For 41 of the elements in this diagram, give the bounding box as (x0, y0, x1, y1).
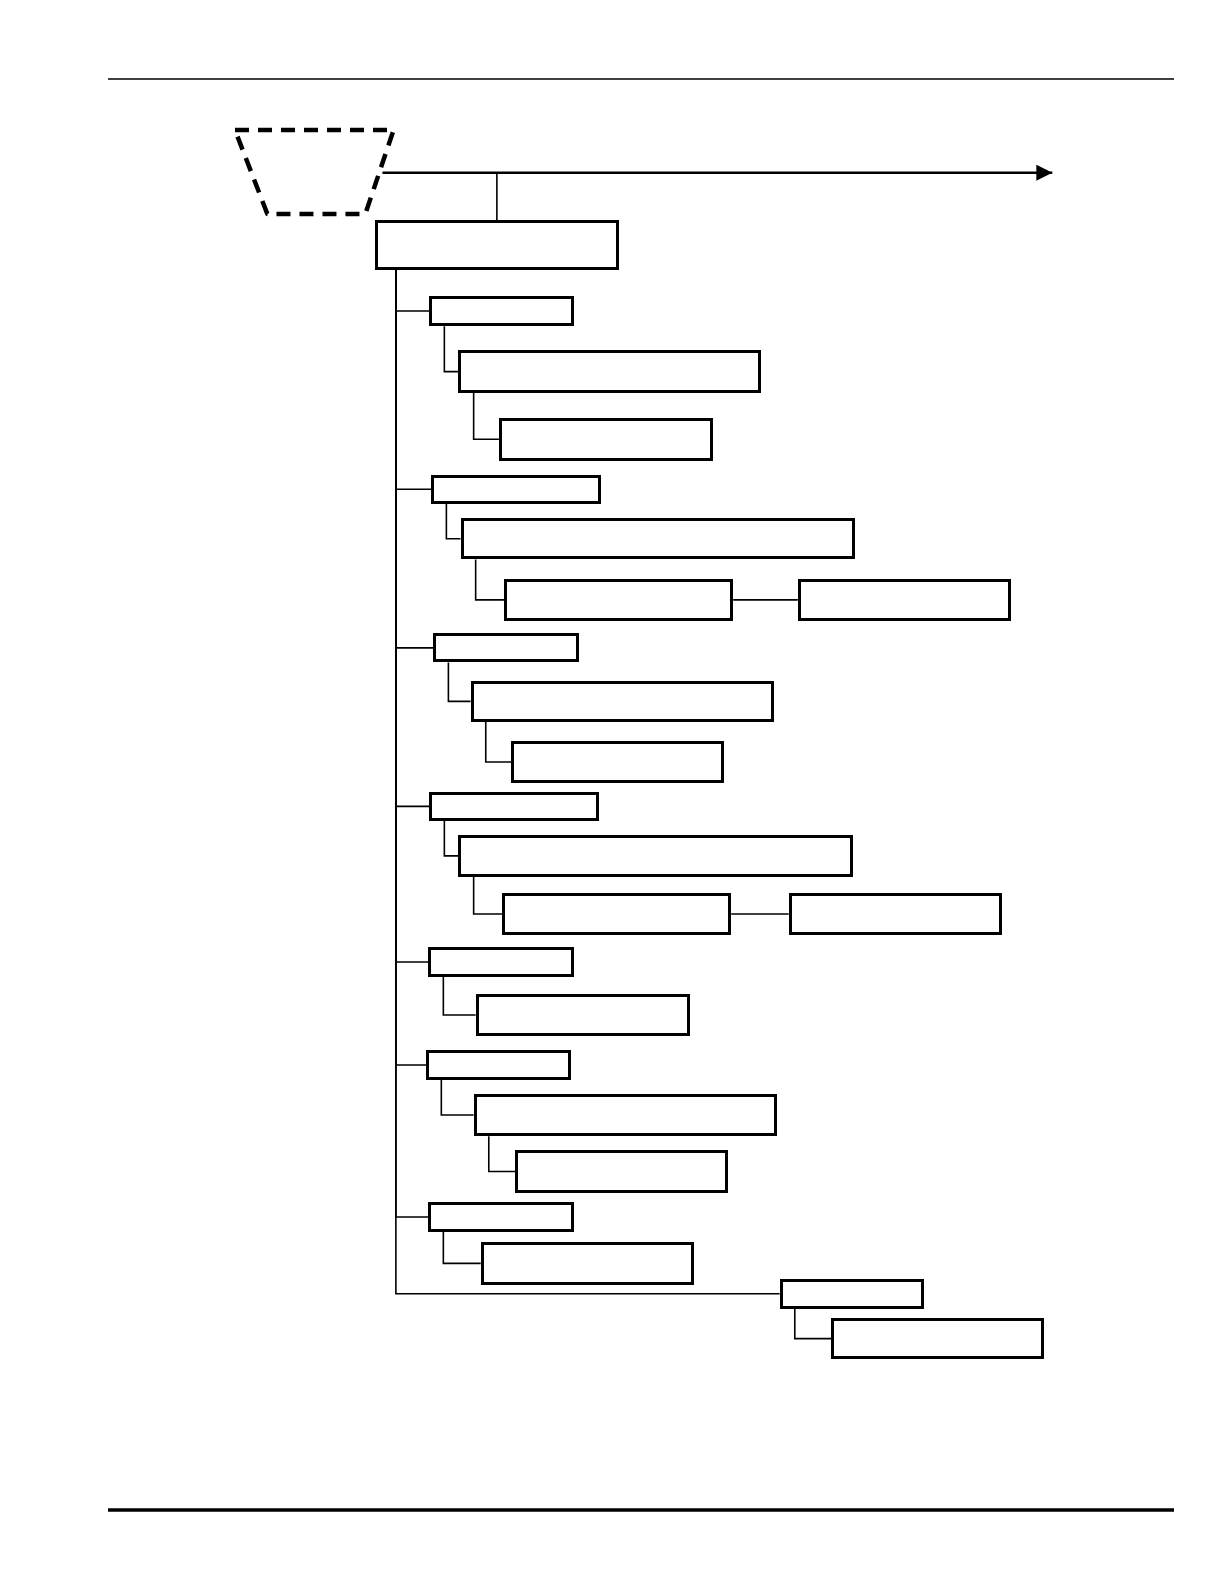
connector-line (443, 820, 460, 857)
empty-box (480, 1242, 694, 1285)
empty-box (797, 578, 1011, 622)
empty-box (788, 892, 1002, 936)
connector-line (488, 1135, 516, 1173)
empty-box (460, 518, 856, 560)
connector-line (472, 392, 500, 441)
empty-box (503, 578, 734, 622)
empty-box (429, 791, 599, 822)
empty-box (511, 741, 725, 783)
empty-box (475, 993, 690, 1037)
connector-line (442, 1231, 482, 1265)
dashed-trapezoid (232, 127, 397, 218)
empty-box (831, 1317, 1045, 1360)
empty-box (429, 295, 574, 327)
empty-box (428, 1201, 574, 1233)
empty-box (498, 418, 713, 461)
connector-line (484, 721, 512, 763)
connector-line (472, 875, 503, 915)
connector-line (447, 661, 472, 703)
connector-line (794, 1308, 832, 1340)
arrow (382, 164, 1053, 181)
empty-box (428, 947, 574, 977)
empty-box (501, 892, 732, 936)
connector-line (474, 558, 505, 601)
connector-line (730, 913, 790, 915)
empty-box (374, 220, 620, 270)
empty-box (458, 350, 762, 393)
empty-box (470, 680, 774, 723)
connector-line (440, 1078, 475, 1116)
connector-line (443, 325, 460, 373)
empty-box (779, 1278, 925, 1309)
empty-box (433, 633, 579, 663)
empty-box (515, 1150, 729, 1193)
empty-box (431, 474, 601, 504)
connector-line (442, 975, 477, 1016)
empty-box (426, 1050, 571, 1080)
empty-box (473, 1093, 777, 1137)
connector-line (732, 599, 799, 601)
empty-box (458, 835, 854, 877)
connector-line (445, 503, 462, 540)
